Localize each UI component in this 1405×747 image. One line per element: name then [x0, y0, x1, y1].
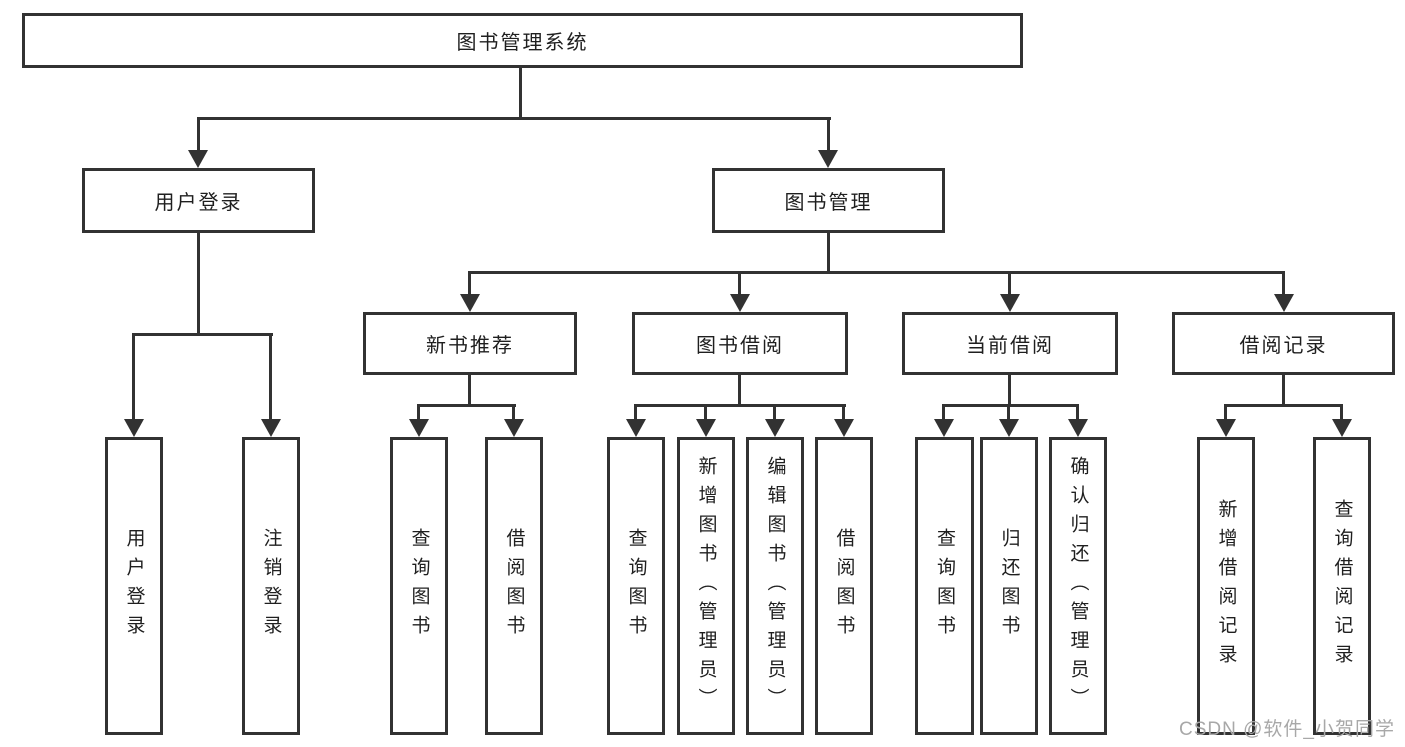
connector-drop [197, 117, 200, 153]
connector-drop [942, 404, 945, 422]
connector-drop [1282, 271, 1285, 298]
connector-recommend-rail [417, 404, 516, 407]
arrow-down-icon [730, 294, 750, 312]
arrow-down-icon [1216, 419, 1236, 437]
node-leaf-user-login: 用户登录 [105, 437, 163, 735]
connector-drop [269, 333, 272, 423]
node-book-management: 图书管理 [712, 168, 945, 233]
arrow-down-icon [765, 419, 785, 437]
connector-drop [842, 404, 845, 422]
connector-drop [1007, 404, 1010, 422]
arrow-down-icon [504, 419, 524, 437]
node-new-book-recommend: 新书推荐 [363, 312, 577, 375]
node-leaf-query-books-current: 查询图书 [915, 437, 974, 735]
connector-drop [417, 404, 420, 422]
watermark: CSDN @软件_小贺同学 [1179, 719, 1395, 740]
node-leaf-query-borrow-record: 查询借阅记录 [1313, 437, 1371, 735]
connector-bookmgmt-stem [827, 233, 830, 274]
node-library-system: 图书管理系统 [22, 13, 1023, 68]
connector-drop [512, 404, 515, 422]
node-leaf-edit-books-admin: 编辑图书（管理员） [746, 437, 804, 735]
node-borrowing-records: 借阅记录 [1172, 312, 1395, 375]
connector-drop [773, 404, 776, 422]
connector-current-rail [943, 404, 1079, 407]
arrow-down-icon [1274, 294, 1294, 312]
connector-drop [1340, 404, 1343, 422]
connector-userlogin-stem [197, 233, 200, 336]
connector-drop [1224, 404, 1227, 422]
node-leaf-query-books-borrowing: 查询图书 [607, 437, 665, 735]
arrow-down-icon [409, 419, 429, 437]
node-user-login: 用户登录 [82, 168, 315, 233]
node-leaf-return-books: 归还图书 [980, 437, 1038, 735]
arrow-down-icon [261, 419, 281, 437]
connector-bookmgmt-rail [468, 271, 1285, 274]
connector-drop [1008, 271, 1011, 298]
connector-records-rail [1225, 404, 1343, 407]
connector-drop [132, 333, 135, 423]
arrow-down-icon [1000, 294, 1020, 312]
connector-recommend-stem [468, 375, 471, 407]
node-leaf-add-books-admin: 新增图书（管理员） [677, 437, 735, 735]
connector-drop [634, 404, 637, 422]
arrow-down-icon [1068, 419, 1088, 437]
arrow-down-icon [460, 294, 480, 312]
connector-drop [1076, 404, 1079, 422]
connector-records-stem [1282, 375, 1285, 407]
node-leaf-query-books-recommend: 查询图书 [390, 437, 448, 735]
connector-root-rail [197, 117, 831, 120]
connector-drop [738, 271, 741, 298]
node-leaf-borrow-books-recommend: 借阅图书 [485, 437, 543, 735]
arrow-down-icon [696, 419, 716, 437]
node-book-borrowing: 图书借阅 [632, 312, 848, 375]
connector-borrowing-stem [738, 375, 741, 407]
arrow-down-icon [124, 419, 144, 437]
connector-drop [827, 117, 830, 153]
arrow-down-icon [818, 150, 838, 168]
connector-current-stem [1008, 375, 1011, 407]
connector-root-stem [519, 68, 522, 120]
connector-userlogin-rail [133, 333, 273, 336]
node-leaf-borrow-books: 借阅图书 [815, 437, 873, 735]
arrow-down-icon [834, 419, 854, 437]
connector-drop [704, 404, 707, 422]
arrow-down-icon [1332, 419, 1352, 437]
connector-drop [468, 271, 471, 298]
arrow-down-icon [626, 419, 646, 437]
arrow-down-icon [188, 150, 208, 168]
node-leaf-add-borrow-record: 新增借阅记录 [1197, 437, 1255, 735]
connector-borrowing-rail [634, 404, 846, 407]
node-current-borrowing: 当前借阅 [902, 312, 1118, 375]
arrow-down-icon [934, 419, 954, 437]
node-leaf-confirm-return-admin: 确认归还（管理员） [1049, 437, 1107, 735]
arrow-down-icon [999, 419, 1019, 437]
node-leaf-logout: 注销登录 [242, 437, 300, 735]
